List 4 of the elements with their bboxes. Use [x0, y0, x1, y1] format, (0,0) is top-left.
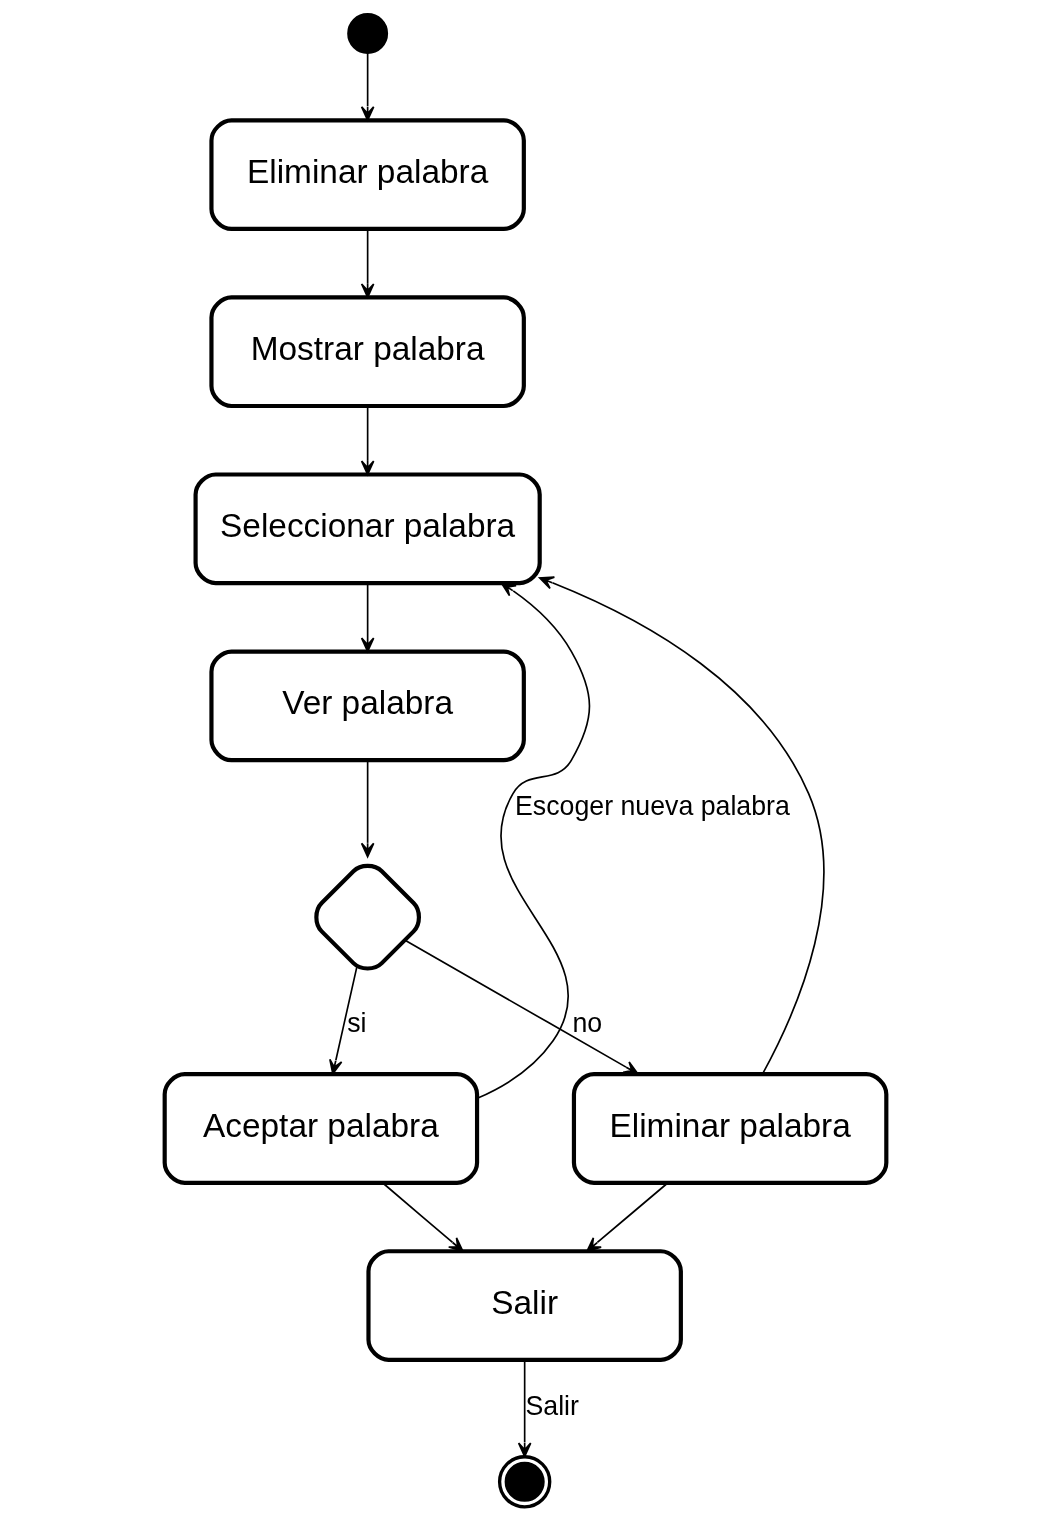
edge-label: no [571, 1008, 602, 1039]
edge-label: si [346, 1008, 366, 1039]
edge-label: Escoger nueva palabra [514, 790, 790, 821]
edge-label: Salir [525, 1390, 579, 1421]
